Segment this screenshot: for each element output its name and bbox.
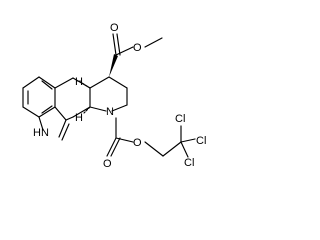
nitrogen-label: N <box>106 106 114 118</box>
atom-labels: N HN O O O O Cl Cl Cl H H <box>33 22 206 170</box>
carbamate-carbonyl-o-label: O <box>103 158 112 170</box>
chlorine-top-label: Cl <box>175 113 185 125</box>
molecule-structure: N HN O O O O Cl Cl Cl H H <box>22 22 206 170</box>
skeleton-bonds <box>22 76 128 141</box>
stereo-h-bottom-label: H <box>75 112 83 124</box>
ester-o-label: O <box>133 42 142 54</box>
carbamate-group <box>106 117 196 158</box>
carbamate-o-label: O <box>133 137 142 149</box>
stereo-bonds <box>81 54 118 114</box>
ester-carbonyl-o-label: O <box>110 22 119 34</box>
indole-nh-label: HN <box>33 127 49 139</box>
chlorine-bottom-label: Cl <box>184 157 194 169</box>
stereo-h-top-label: H <box>75 76 83 88</box>
methyl-ester <box>112 33 163 56</box>
chlorine-right-label: Cl <box>196 135 206 147</box>
